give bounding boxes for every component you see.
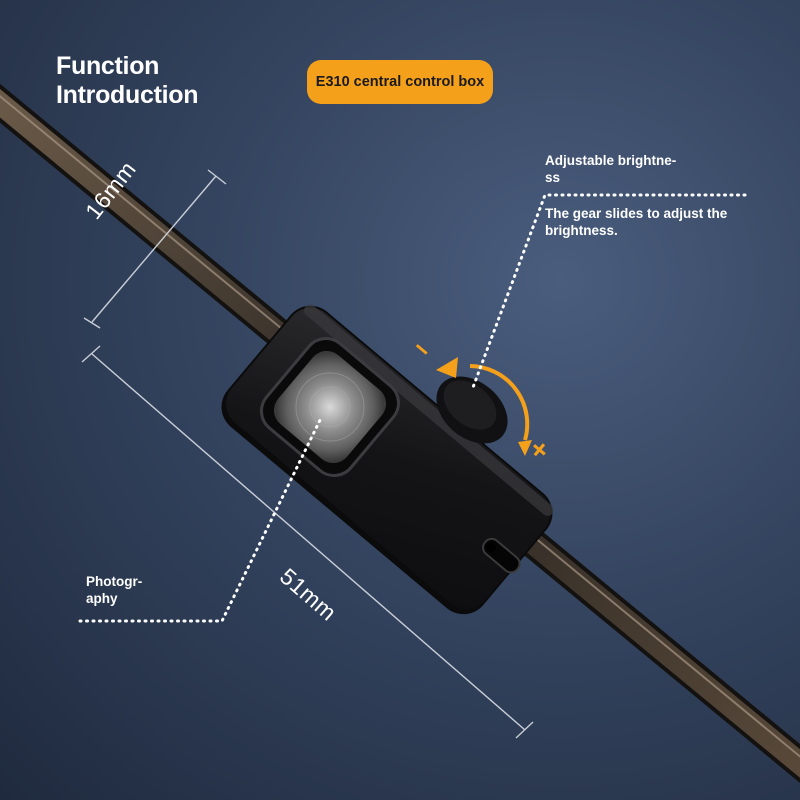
- brightness-callout-line-2: ss: [545, 170, 561, 185]
- title-line-1: Function: [56, 52, 160, 80]
- control-box: [221, 304, 554, 615]
- width-dimension: [83, 169, 227, 329]
- product-badge: E310 central control box: [307, 60, 493, 104]
- page-title: Function Introduction: [56, 52, 199, 110]
- gear-callout: The gear slides to adjust the brightness…: [545, 205, 755, 239]
- title-line-2: Introduction: [56, 81, 199, 109]
- gear-callout-line-1: The gear slides to adjust the: [545, 206, 728, 221]
- length-dimension: [81, 345, 534, 739]
- callout-lines: [78, 193, 747, 623]
- brightness-callout-line-1: Adjustable brightne-: [545, 153, 677, 168]
- brightness-gear-wheel[interactable]: [423, 363, 520, 457]
- photography-callout: Photogr- aphy: [86, 573, 176, 607]
- indicator-light: [482, 537, 521, 574]
- adjust-arrow-icon: [436, 357, 532, 456]
- photography-callout-line-1: Photogr-: [86, 574, 143, 589]
- photo-button[interactable]: [253, 330, 408, 485]
- gear-callout-line-2: brightness.: [545, 223, 618, 238]
- photography-callout-line-2: aphy: [86, 591, 118, 606]
- brightness-callout: Adjustable brightne- ss: [545, 152, 715, 186]
